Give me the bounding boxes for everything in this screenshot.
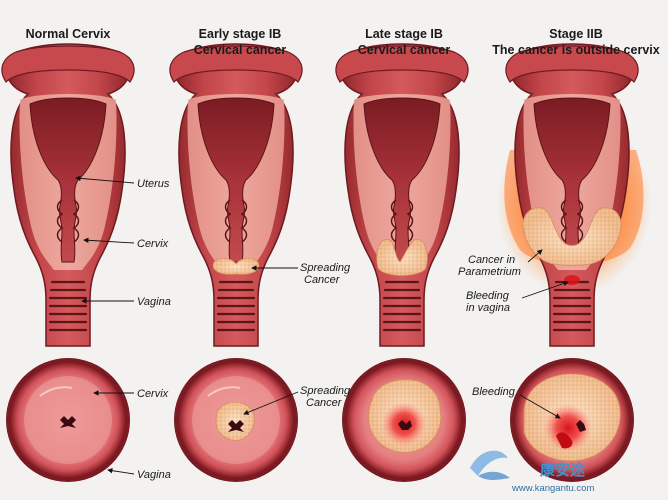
anatomy-late <box>334 42 470 348</box>
disc-late <box>342 358 466 482</box>
title-normal-line-1: Normal Cervix <box>26 27 111 41</box>
watermark-url: www.kangantu.com <box>511 483 594 494</box>
anatomy-early <box>168 42 304 348</box>
label-vagina: Vagina <box>137 296 171 308</box>
tumor-stage2 <box>522 207 622 285</box>
watermark: 康安途 www.kangantu.com <box>470 450 594 494</box>
label-vagina-bottom: Vagina <box>137 469 171 481</box>
title-late-line-2: Cervical cancer <box>358 43 451 57</box>
label-bleeding-bottom: Bleeding <box>472 386 516 398</box>
label-parametrium-line-2: Parametrium <box>458 266 521 278</box>
label-spreading-top-line-1: Spreading <box>300 262 351 274</box>
title-late-line-1: Late stage IB <box>365 27 443 41</box>
label-cervix: Cervix <box>137 238 169 250</box>
label-cervix-bottom: Cervix <box>137 388 169 400</box>
label-spreading-bottom-line-2: Cancer <box>306 397 343 409</box>
label-spreading-top-line-2: Cancer <box>304 274 341 286</box>
title-stage2-line-1: Stage IIB <box>549 27 603 41</box>
leader-lines <box>75 175 569 475</box>
label-bleeding-vagina-line-2: in vagina <box>466 302 510 314</box>
disc-normal <box>6 358 130 482</box>
leaf-logo-icon-2 <box>478 471 510 480</box>
label-parametrium-line-1: Cancer in <box>468 254 515 266</box>
title-early-line-1: Early stage IB <box>199 27 282 41</box>
disc-early <box>174 358 298 482</box>
leaf-logo-icon <box>470 450 508 476</box>
label-uterus: Uterus <box>137 178 170 190</box>
title-early-line-2: Cervical cancer <box>194 43 287 57</box>
label-spreading-bottom-line-1: Spreading <box>300 385 351 397</box>
watermark-brand: 康安途 <box>540 461 586 479</box>
disc-stage2 <box>510 358 634 482</box>
label-bleeding-vagina-line-1: Bleeding <box>466 290 510 302</box>
tumor-early <box>212 258 260 275</box>
tumor-late <box>376 239 428 276</box>
anatomy-stage2 <box>504 42 640 348</box>
title-stage2-line-2: The cancer is outside cervix <box>492 43 659 57</box>
